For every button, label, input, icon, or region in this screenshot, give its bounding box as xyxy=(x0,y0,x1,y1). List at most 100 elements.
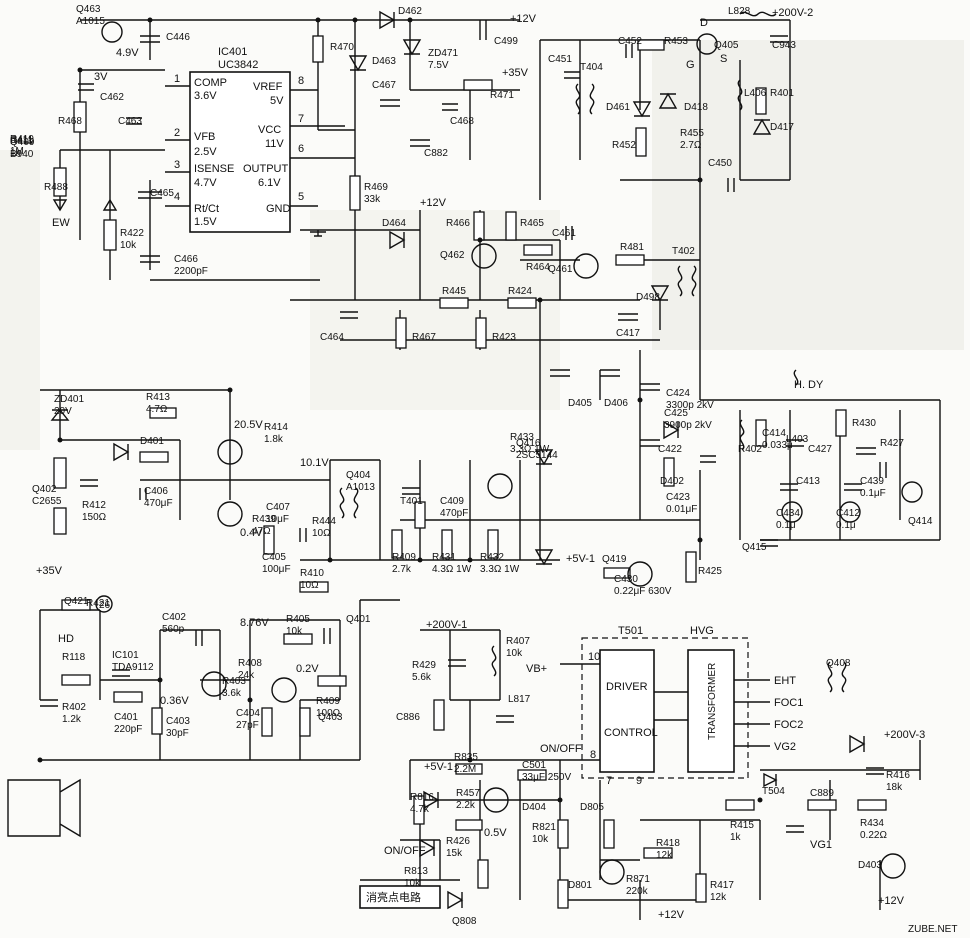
component-ref: R416 xyxy=(886,770,910,781)
component-value: 0.1μ xyxy=(836,520,856,531)
ic401-pin-label: GND xyxy=(266,203,291,215)
component-value: 27pF xyxy=(236,720,259,731)
component-ref: ZD471 xyxy=(428,48,458,59)
component-ref: R426 xyxy=(446,836,470,847)
component-label: Q408 xyxy=(826,658,851,669)
component-label: C886 xyxy=(396,712,420,723)
component-label: Q421 xyxy=(64,596,89,607)
component-ref: R409 xyxy=(392,552,416,563)
component-ref: C405 xyxy=(262,552,286,563)
ic401-pin-label: VFB xyxy=(194,131,215,143)
t501-output: FOC1 xyxy=(774,697,803,709)
component-ref: R468 xyxy=(58,116,82,127)
component-ref: R410 xyxy=(300,568,324,579)
component-value: 4.7Ω xyxy=(146,404,168,415)
pin-letter: S xyxy=(720,53,727,65)
component-ref: R439 xyxy=(252,514,276,525)
component-ref: T402 xyxy=(672,246,695,257)
component-label: R453 xyxy=(664,36,688,47)
component-value: 0.033μ xyxy=(762,440,793,451)
component-value: 33μF 250V xyxy=(522,772,571,783)
component-ref: R432 xyxy=(480,552,504,563)
component-ref: R415 xyxy=(730,820,754,831)
component-ref: R413 xyxy=(146,392,170,403)
ic401-pin-number: 4 xyxy=(174,191,180,203)
component-label: R468 xyxy=(58,116,82,127)
svg-text:26: 26 xyxy=(99,600,111,611)
node-voltage: 0.2V xyxy=(296,663,319,675)
component-label: L403 xyxy=(786,434,809,445)
supply-label: +5V-1 xyxy=(424,761,453,773)
component-ref: C499 xyxy=(494,36,518,47)
component-ref: C411 xyxy=(10,135,34,146)
component-ref: R455 xyxy=(680,128,704,139)
ic401-pin-label: VCC xyxy=(258,124,281,136)
component-ref: D405 xyxy=(568,398,592,409)
component-ref: C401 xyxy=(114,712,138,723)
component-ref: R470 xyxy=(330,42,354,53)
ic401-pin-number: 5 xyxy=(298,191,304,203)
component-value: 18k xyxy=(886,782,903,793)
component-label: R471 xyxy=(490,90,514,101)
component-ref: C465 xyxy=(150,188,174,199)
component-value: 20V xyxy=(54,406,72,417)
component-label: D405 xyxy=(568,398,592,409)
component-ref: C466 xyxy=(174,254,198,265)
component-ref: C882 xyxy=(424,148,448,159)
component-ref: R405 xyxy=(286,614,310,625)
component-label: C461 xyxy=(552,228,576,239)
component-ref: R418 xyxy=(656,838,680,849)
component-label: R401 xyxy=(770,88,794,99)
component-label: R427 xyxy=(880,438,904,449)
component-ref: C461 xyxy=(552,228,576,239)
component-ref: C423 xyxy=(666,492,690,503)
component-label: C462 xyxy=(100,92,124,103)
ic401-pin-number: 7 xyxy=(298,113,304,125)
ic401-pin-voltage: 6.1V xyxy=(258,177,281,189)
component-ref: D801 xyxy=(568,880,592,891)
component-value: C2655 xyxy=(32,496,62,507)
component-value: 1k xyxy=(10,148,22,159)
component-ref: C452 xyxy=(618,36,642,47)
component-ref: R422 xyxy=(120,228,144,239)
pin-letter: G xyxy=(686,59,695,71)
component-ref: D463 xyxy=(372,56,396,67)
component-ref: R402 xyxy=(62,702,86,713)
component-label: R465 xyxy=(520,218,544,229)
component-ref: ZD401 xyxy=(54,394,84,405)
component-ref: Q405 xyxy=(714,40,739,51)
component-ref: R421 xyxy=(86,598,110,609)
component-label: D403 xyxy=(858,860,882,871)
background-print xyxy=(0,40,964,450)
component-label: D404 xyxy=(522,802,546,813)
component-value: 470pF xyxy=(440,508,468,519)
component-ref: D403 xyxy=(858,860,882,871)
component-value: 3900p 2kV xyxy=(664,420,712,431)
net-labels: +12V +200V-2 +35V +12V +200V-1 +5V-1 +5V… xyxy=(36,7,925,921)
node-voltage: 20.5V xyxy=(234,419,263,431)
component-ref: R464 xyxy=(526,262,550,273)
component-label: C413 xyxy=(796,476,820,487)
component-label: D805 xyxy=(580,802,604,813)
component-ref: C404 xyxy=(236,708,260,719)
component-value: 10k xyxy=(506,648,523,659)
